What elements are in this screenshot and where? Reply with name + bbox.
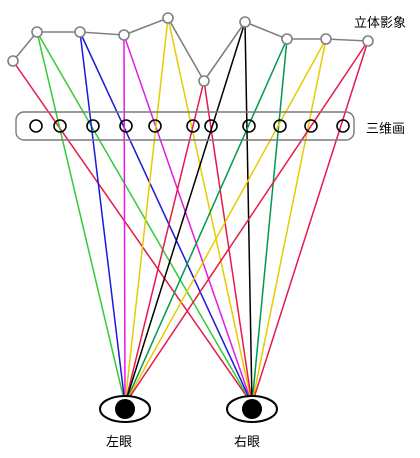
painting-point (53, 119, 67, 133)
sight-line (251, 38, 288, 405)
three-d-painting-points (29, 119, 350, 133)
three-d-painting-label: 三维画 (366, 122, 406, 137)
sight-line (124, 38, 288, 405)
stereo-image-outline (12, 17, 369, 83)
painting-point (148, 119, 162, 133)
sight-line (124, 38, 327, 405)
sight-line (244, 21, 253, 405)
stereo-image-points (7, 12, 374, 87)
painting-point (186, 119, 200, 133)
sight-line (123, 34, 253, 405)
right-eye-icon (226, 395, 278, 423)
sight-line (36, 31, 253, 405)
sight-line (124, 80, 205, 405)
left-eye-label: 左眼 (106, 435, 133, 450)
stereo-point (7, 55, 19, 67)
sight-line (79, 31, 253, 405)
stereo-point (198, 75, 210, 87)
stereo-point (320, 33, 332, 45)
painting-point (86, 119, 100, 133)
painting-point (273, 119, 287, 133)
painting-point (119, 119, 133, 133)
sight-line (251, 38, 327, 405)
painting-point (242, 119, 256, 133)
stereo-point (362, 35, 374, 47)
sight-line (36, 31, 126, 405)
sight-line (123, 34, 126, 405)
stereo-point (281, 33, 293, 45)
three-d-painting-frame (15, 111, 355, 141)
stereo-point (31, 26, 43, 38)
painting-point (304, 119, 318, 133)
stereo-point (118, 29, 130, 41)
left-eye-icon (99, 395, 151, 423)
stereo-point (162, 12, 174, 24)
sight-line (79, 31, 126, 405)
right-eye-label: 右眼 (234, 435, 261, 450)
painting-point (29, 119, 43, 133)
painting-point (336, 119, 350, 133)
sight-line (12, 60, 253, 405)
sight-line (203, 80, 253, 405)
sight-line (124, 40, 369, 405)
stereo-image-label: 立体影象 (354, 16, 407, 31)
stereo-point (74, 26, 86, 38)
sight-line (124, 21, 246, 405)
sight-lines (12, 17, 369, 405)
sight-line (251, 40, 369, 405)
painting-point (204, 119, 218, 133)
stereo-point (239, 16, 251, 28)
sight-line (124, 17, 169, 405)
